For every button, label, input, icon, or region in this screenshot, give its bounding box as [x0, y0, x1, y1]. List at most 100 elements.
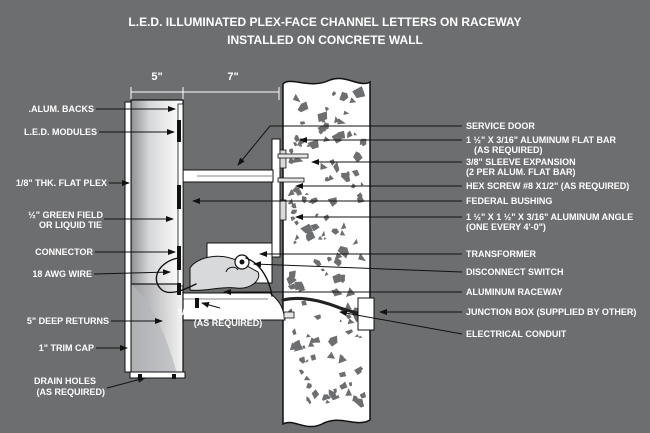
aggregate-stone [333, 161, 340, 174]
aggregate-stone [313, 258, 322, 267]
aggregate-stone [328, 335, 338, 347]
aggregate-stone [346, 314, 352, 320]
aggregate-stone [310, 223, 320, 232]
aggregate-stone [306, 223, 312, 231]
aggregate-stone [324, 106, 330, 112]
aggregate-stone [291, 203, 297, 209]
aggregate-stone [335, 394, 340, 399]
channel-letter [124, 99, 186, 379]
aggregate-stone [287, 189, 295, 197]
label-federal-bushing: FEDERAL BUSHING [466, 196, 552, 206]
aggregate-stone [302, 345, 306, 349]
aggregate-stone [300, 121, 306, 125]
label-raceway: ALUMINUM RACEWAY [466, 287, 563, 297]
aggregate-stone [344, 302, 352, 310]
label-led-modules: L.E.D. MODULES [24, 127, 97, 137]
aggregate-stone [294, 134, 300, 142]
raceway-angle [271, 138, 287, 258]
junction-box [357, 297, 375, 331]
aggregate-stone [324, 271, 329, 277]
right-leaders [192, 125, 463, 335]
aggregate-stone [349, 97, 357, 104]
aggregate-stone [287, 283, 297, 290]
aggregate-stone [318, 129, 323, 135]
label-angle-1: 1 ½" X 1 ½" X 3/16" ALUMINUM ANGLE [466, 212, 633, 222]
aggregate-stone [326, 256, 332, 262]
label-flat-bar-1: 1 ½" X 3/16" ALUMINUM FLAT BAR [466, 135, 617, 145]
aggregate-stone [309, 337, 318, 345]
label-green-field-1: ½" GREEN FIELD [28, 210, 103, 220]
led-modules [138, 120, 199, 379]
raceway-top [182, 169, 274, 183]
label-green-field-2: OR LIQUID TIE [39, 220, 102, 230]
aggregate-stone [331, 228, 340, 235]
aggregate-stone [352, 238, 358, 245]
aggregate-stone [327, 197, 337, 207]
dimension-7-inch: 7" [227, 71, 238, 83]
aggregate-stone [358, 335, 363, 339]
aggregate-stone [353, 132, 358, 136]
aggregate-stone [305, 237, 310, 240]
raceway-bottom [182, 292, 286, 321]
aggregate-stone [354, 366, 362, 375]
aggregate-stone [304, 359, 309, 363]
label-drain-holes-1: DRAIN HOLES [34, 376, 96, 386]
aggregate-stone [294, 281, 305, 291]
aggregate-stone [360, 181, 364, 186]
label-conduit: ELECTRICAL CONDUIT [466, 329, 567, 339]
aggregate-stone [346, 171, 350, 177]
aggregate-stone [312, 336, 321, 343]
aggregate-stone [306, 396, 311, 402]
aggregate-stone [320, 162, 328, 170]
aggregate-stone [339, 91, 349, 102]
aggregate-stone [293, 240, 297, 245]
aggregate-stone [289, 148, 294, 155]
aggregate-stone [293, 142, 298, 147]
label-angle-2: (ONE EVERY 4'-0") [466, 222, 546, 232]
aggregate-stone [293, 339, 302, 349]
aggregate-stone [294, 234, 300, 241]
aggregate-stone [358, 253, 366, 262]
aggregate-stone [322, 394, 331, 401]
aggregate-stone [323, 237, 327, 240]
label-flat-plex: 1/8" THK. FLAT PLEX [16, 178, 107, 188]
aggregate-stone [336, 274, 346, 284]
aggregate-stone [306, 144, 311, 148]
label-drain-dia-2: (AS REQUIRED) [194, 318, 263, 328]
aggregate-stone [306, 333, 311, 338]
aggregate-stone [343, 110, 350, 115]
label-trim-cap: 1" TRIM CAP [39, 343, 94, 353]
transformer-box [189, 242, 273, 291]
label-service-door: SERVICE DOOR [466, 121, 535, 131]
aggregate-stone [338, 371, 347, 378]
aggregate-stone [323, 214, 330, 222]
aggregate-stone [331, 91, 337, 97]
aggregate-stone [301, 195, 307, 204]
aggregate-stone [323, 136, 331, 142]
title-line-2: INSTALLED ON CONCRETE WALL [227, 33, 423, 47]
aggregate-stone [344, 329, 353, 335]
label-drain-dia-1: 1/4" DIA. DRAIN HOLES [177, 307, 279, 317]
concrete-wall [282, 77, 371, 428]
aggregate-stone [360, 367, 364, 371]
aggregate-stone [291, 155, 304, 164]
label-junction-box: JUNCTION BOX (SUPPLIED BY OTHER) [466, 307, 636, 317]
aggregate-stone [328, 389, 338, 401]
aggregate-stone [337, 130, 346, 139]
aggregate-stone [317, 235, 323, 240]
aggregate-stone [353, 151, 363, 163]
aggregate-stone [317, 125, 326, 133]
aggregate-stone [297, 101, 309, 113]
aggregate-stone [333, 257, 342, 267]
aggregate-stone [292, 93, 301, 103]
dimension-lines [130, 87, 280, 100]
dimension-5-inch: 5" [151, 71, 162, 83]
aggregate-stone [286, 274, 297, 286]
label-hex-screw: HEX SCREW #8 X1/2" (AS REQUIRED) [466, 181, 629, 191]
aggregate-stone [340, 222, 347, 230]
aggregate-stone [292, 328, 297, 336]
aggregate-stone [326, 174, 334, 182]
aggregate-stone [347, 318, 355, 325]
aggregate-stone [311, 389, 320, 400]
